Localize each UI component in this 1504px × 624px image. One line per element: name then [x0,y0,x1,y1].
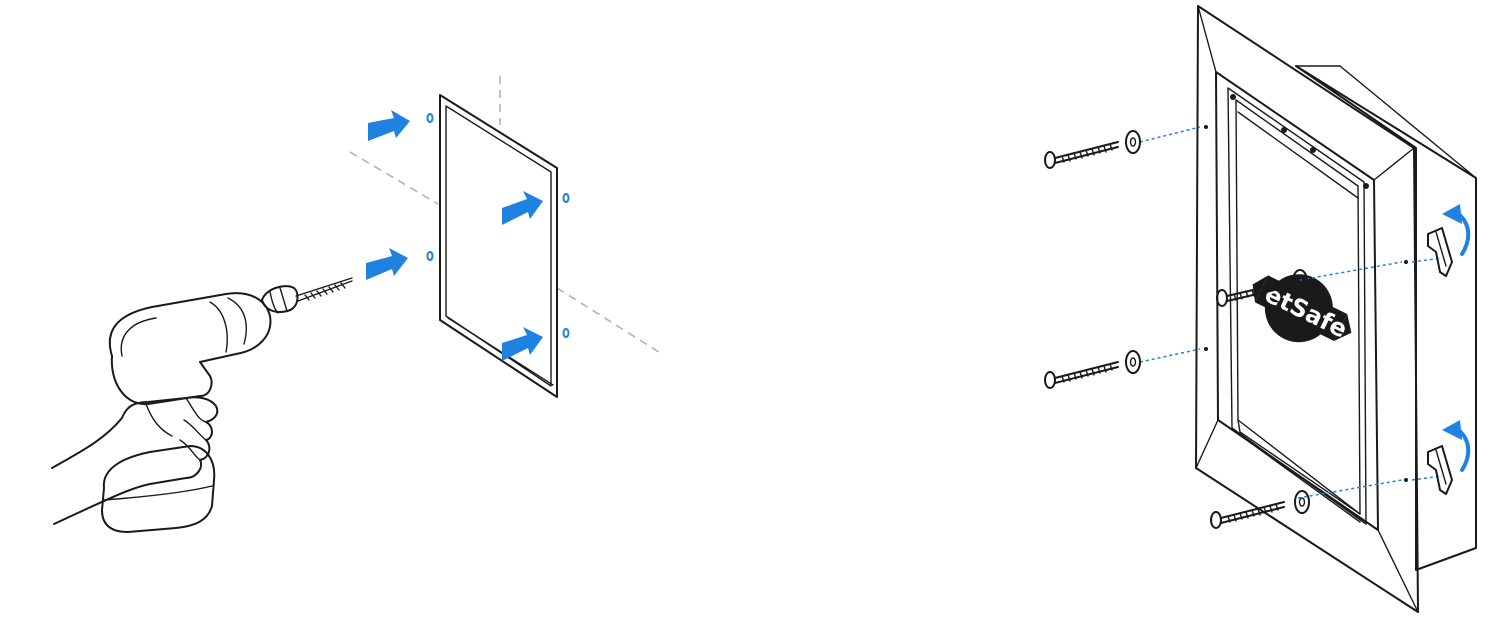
clamps [1427,227,1453,495]
direction-arrow-icon [368,110,410,141]
screw-icon [1044,141,1119,169]
tunnel-box [1295,65,1477,571]
washer-icon [1125,130,1141,154]
template-sheet-icon [439,94,558,398]
rotate-arrow-icon [1442,420,1471,472]
guide-lines [349,76,663,355]
hole-marks [426,113,570,338]
drill-icon [101,285,299,533]
direction-arrow-icon [366,248,408,280]
washer-icon [1292,269,1308,293]
door-frame-icon [1195,5,1419,613]
direction-arrow-icon [502,327,543,361]
direction-arrows [366,110,543,361]
screws [1044,141,1297,529]
rotate-arrows [1442,204,1471,472]
washer-icon [1294,490,1310,514]
washer-icon [1125,350,1141,374]
screw-icon [1044,361,1119,389]
hand-icon [51,396,219,525]
step-drill-figure [51,76,663,533]
step-mount-figure: etSafe [1044,5,1477,613]
rotate-arrow-icon [1442,204,1471,256]
washers [1125,130,1310,514]
clamp-icon [1427,445,1453,495]
screw-icon [1216,279,1297,307]
clamp-icon [1427,227,1453,277]
screw-icon [1210,501,1285,529]
direction-arrow-icon [502,191,543,225]
drill-bit [295,277,353,302]
